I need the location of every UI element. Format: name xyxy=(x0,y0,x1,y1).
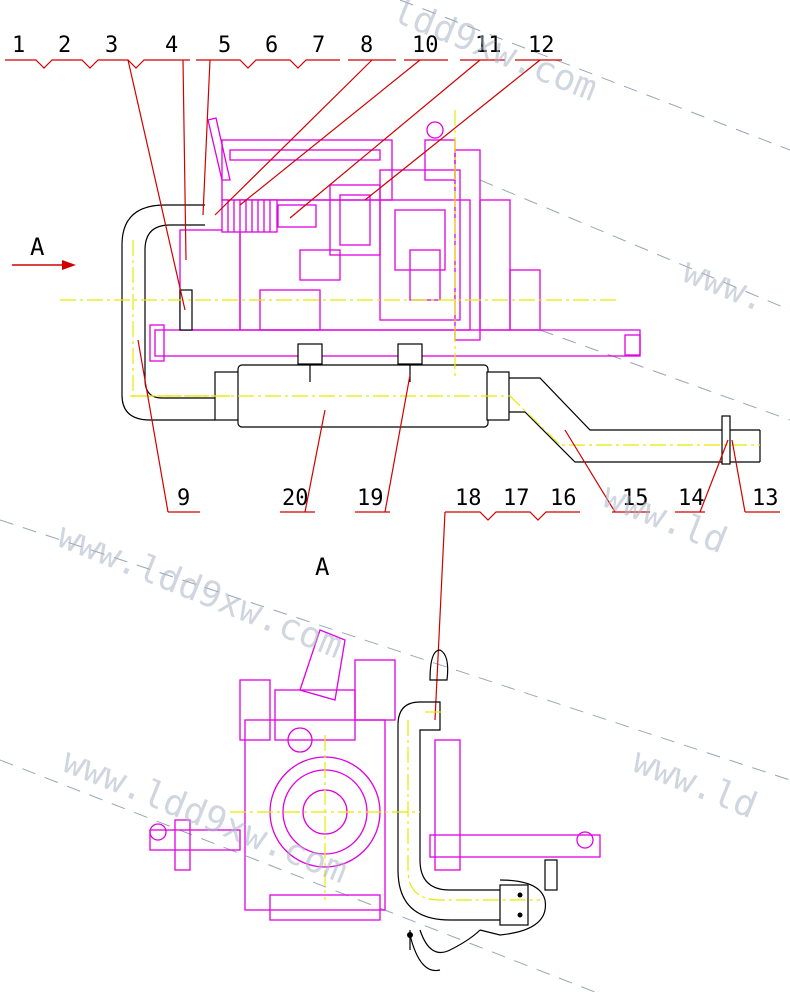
exhaust-pipe-side xyxy=(121,204,761,465)
callout-2: 2 xyxy=(58,33,71,58)
watermarks: ldd9xw.com www. www.ldd9xw.com www.ld ww… xyxy=(52,0,773,892)
top-callout-row: 1 2 3 4 5 6 7 8 10 11 12 xyxy=(5,33,562,311)
watermark-6: www.ld xyxy=(627,740,763,827)
watermark-2: www. xyxy=(677,250,773,320)
view-arrow-label: A xyxy=(30,233,45,261)
callout-4: 4 xyxy=(165,33,178,58)
callout-13: 13 xyxy=(752,486,779,511)
watermark-3: www.ldd9xw.com xyxy=(52,515,349,667)
callout-7: 7 xyxy=(312,33,325,58)
callout-5: 5 xyxy=(218,33,231,58)
front-view xyxy=(149,629,601,972)
callout-16: 16 xyxy=(550,486,577,511)
callout-3: 3 xyxy=(105,33,118,58)
callout-6: 6 xyxy=(265,33,278,58)
engine-side xyxy=(179,117,541,341)
callout-11: 11 xyxy=(475,33,502,58)
callout-18: 18 xyxy=(455,486,482,511)
front-callouts: 18 17 16 xyxy=(434,486,580,721)
callout-14: 14 xyxy=(678,486,705,511)
callout-10: 10 xyxy=(412,33,439,58)
callout-8: 8 xyxy=(360,33,373,58)
watermark-5: www.ldd9xw.com xyxy=(57,740,354,892)
callout-12: 12 xyxy=(528,33,555,58)
view-title: A xyxy=(315,553,330,581)
side-view xyxy=(60,110,761,465)
callout-1: 1 xyxy=(12,33,25,58)
callout-15: 15 xyxy=(622,486,649,511)
watermark-4: www.ld xyxy=(597,475,733,562)
side-bottom-callouts: 9 20 19 15 14 13 xyxy=(137,339,780,513)
callout-20: 20 xyxy=(282,486,309,511)
callout-19: 19 xyxy=(357,486,384,511)
view-arrow: A xyxy=(12,233,76,270)
callout-9: 9 xyxy=(177,486,190,511)
callout-17: 17 xyxy=(503,486,530,511)
